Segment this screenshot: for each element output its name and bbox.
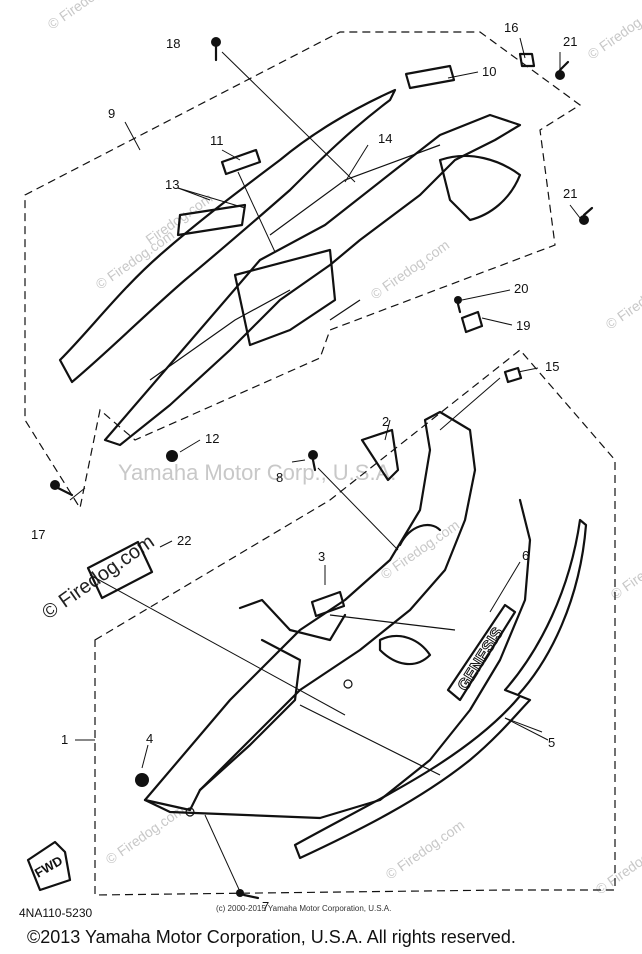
callout-19: 19	[516, 318, 530, 333]
callout-5: 5	[548, 735, 555, 750]
bolt-7	[236, 889, 260, 900]
bolt-8	[308, 450, 318, 472]
callout-7: 7	[262, 899, 269, 914]
fwd-label: FWD	[32, 853, 65, 881]
watermark-firedog-7: © Firedog.com	[608, 537, 642, 603]
callout-21-upper: 21	[563, 34, 577, 49]
screw-18	[211, 37, 221, 62]
clip-16	[518, 52, 536, 68]
callout-15: 15	[545, 359, 559, 374]
callout-21-right: 21	[563, 186, 577, 201]
pad-3	[310, 590, 346, 618]
upper-assembly-boundary	[24, 31, 582, 510]
callout-12: 12	[205, 431, 219, 446]
grommet-12	[166, 450, 178, 462]
watermark-firedog-9: © Firedog.com	[383, 817, 468, 883]
side-cover-1	[143, 410, 532, 820]
callout-4: 4	[146, 731, 153, 746]
callout-3: 3	[318, 549, 325, 564]
watermark-center: Yamaha Motor Corp., U.S.A.	[118, 460, 396, 485]
screw-21-right	[579, 206, 594, 225]
callout-11: 11	[210, 133, 224, 148]
callout-18: 18	[166, 36, 180, 51]
callout-13: 13	[165, 177, 179, 192]
watermark-firedog-1: © Firedog.com	[45, 0, 130, 32]
watermark-firedog-2: © Firedog.com	[585, 0, 642, 62]
screw-21-upper	[555, 60, 570, 80]
small-copyright: (c) 2000-2015 Yamaha Motor Corporation, …	[216, 904, 392, 913]
bolt-20	[454, 296, 462, 314]
lower-assembly-boundary	[94, 349, 616, 896]
strip-5-upper	[503, 518, 588, 697]
pad-10	[404, 64, 456, 90]
callout-9: 9	[108, 106, 115, 121]
callout-8: 8	[276, 470, 283, 485]
diagram-code: 4NA110-5230	[19, 906, 93, 920]
watermark-layer: Yamaha Motor Corp., U.S.A. © Firedog.com…	[38, 0, 642, 897]
callout-17: 17	[31, 527, 45, 542]
strip-5-lower	[293, 694, 532, 860]
callout-16: 16	[504, 20, 518, 35]
callout-labels: 1 2 3 4 5 6 7 8 9 10 11 12 13 14 15 16 1…	[31, 20, 577, 914]
callout-10: 10	[482, 64, 496, 79]
grommet-4	[135, 773, 149, 787]
label-22	[86, 540, 154, 600]
damper-13	[176, 203, 247, 237]
clip-15	[503, 366, 523, 384]
leader-lines	[69, 37, 581, 897]
bolt-17	[50, 480, 74, 497]
watermark-firedog-10: © Firedog.com	[593, 832, 642, 898]
callout-2: 2	[382, 414, 389, 429]
fwd-arrow-icon: FWD	[26, 840, 72, 892]
pad-2	[360, 428, 400, 482]
pad-11	[220, 148, 262, 176]
nut-19	[460, 310, 484, 334]
emblem-6: GENESIS	[446, 603, 517, 702]
callout-20: 20	[514, 281, 528, 296]
callout-6: 6	[522, 548, 529, 563]
callout-22: 22	[177, 533, 191, 548]
copyright-footer: ©2013 Yamaha Motor Corporation, U.S.A. A…	[27, 927, 516, 947]
watermark-firedog-4: © Firedog.com	[368, 237, 453, 303]
side-cover-9	[58, 88, 522, 447]
callout-1: 1	[61, 732, 68, 747]
watermark-firedog-5: © Firedog.com	[603, 267, 642, 333]
callout-14: 14	[378, 131, 392, 146]
